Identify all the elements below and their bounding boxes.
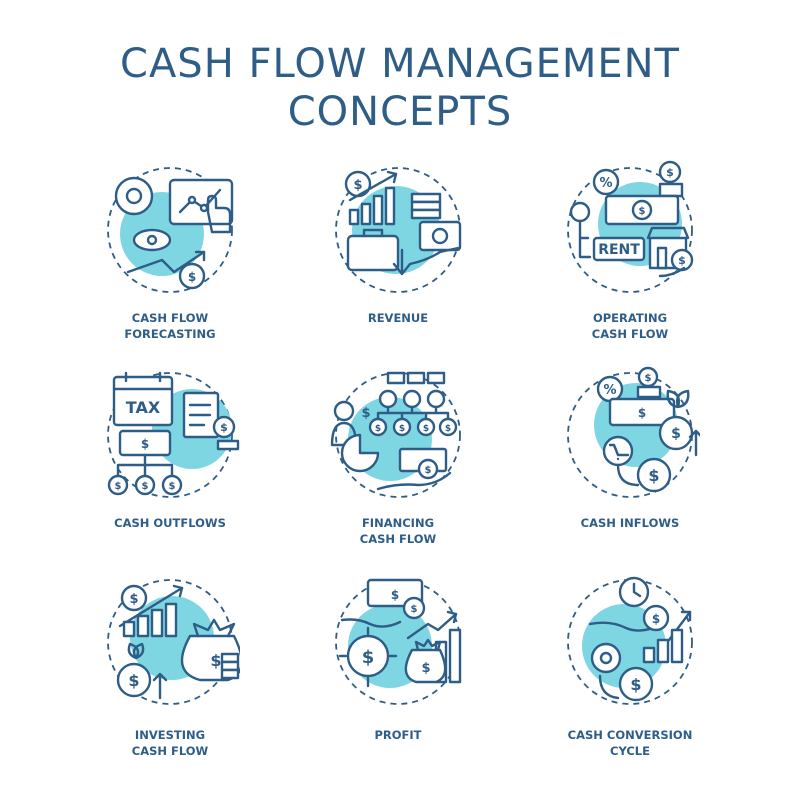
cash-inflows-icon: % $ $ $ $ xyxy=(560,365,700,505)
svg-text:$: $ xyxy=(678,254,686,267)
title-line-2: CONCEPTS xyxy=(287,89,513,135)
svg-text:$: $ xyxy=(666,166,674,179)
concept-label-line: REVENUE xyxy=(367,311,429,325)
concept-label-line: INVESTING xyxy=(134,728,206,742)
profit-icon: $ $ $ $ xyxy=(328,572,468,712)
svg-text:%: % xyxy=(599,176,612,191)
concept-label: INVESTING CASH FLOW xyxy=(70,727,270,759)
concept-label: CASH FLOW FORECASTING xyxy=(70,310,270,342)
svg-text:$: $ xyxy=(220,421,228,434)
cash-outflows-icon: TAX $ $ $ $ $ xyxy=(100,365,240,505)
concept-label-line: CASH CONVERSION xyxy=(567,728,693,742)
svg-text:$: $ xyxy=(141,437,149,451)
concept-label-line: CASH FLOW xyxy=(359,532,437,546)
svg-text:$: $ xyxy=(129,592,138,607)
concept-label: PROFIT xyxy=(298,727,498,743)
concept-label-line: FORECASTING xyxy=(124,327,216,341)
svg-text:$: $ xyxy=(115,481,122,492)
svg-text:$: $ xyxy=(652,612,660,626)
svg-text:$: $ xyxy=(391,588,399,602)
forecasting-icon: $ xyxy=(100,160,240,300)
svg-text:$: $ xyxy=(375,424,381,434)
svg-text:$: $ xyxy=(128,671,139,690)
concept-label: CASH INFLOWS xyxy=(530,515,730,531)
svg-text:$: $ xyxy=(671,426,681,442)
concept-label: OPERATING CASH FLOW xyxy=(530,310,730,342)
revenue-icon: $ xyxy=(328,160,468,300)
concept-label-line: PROFIT xyxy=(374,728,422,742)
concept-label: REVENUE xyxy=(298,310,498,326)
svg-text:%: % xyxy=(603,383,616,398)
svg-text:$: $ xyxy=(169,481,176,492)
svg-text:$: $ xyxy=(353,178,362,193)
svg-text:$: $ xyxy=(423,424,429,434)
concept-label-line: CASH INFLOWS xyxy=(580,516,680,530)
concept-label-line: FINANCING xyxy=(361,516,435,530)
svg-text:TAX: TAX xyxy=(126,398,161,417)
page-title: CASH FLOW MANAGEMENT CONCEPTS xyxy=(0,40,800,136)
concept-label-line: CASH FLOW xyxy=(131,311,209,325)
svg-text:$: $ xyxy=(645,373,652,384)
svg-text:$: $ xyxy=(411,604,418,615)
cash-conversion-cycle-icon: $ $ xyxy=(560,572,700,712)
svg-text:RENT: RENT xyxy=(598,242,640,258)
concept-label-line: CASH FLOW xyxy=(591,327,669,341)
concept-label-line: OPERATING xyxy=(592,311,668,325)
concept-label-line: CASH OUTFLOWS xyxy=(114,516,226,530)
title-line-1: CASH FLOW MANAGEMENT xyxy=(120,41,680,87)
svg-text:$: $ xyxy=(638,406,646,420)
concept-label: CASH OUTFLOWS xyxy=(70,515,270,531)
svg-text:$: $ xyxy=(361,406,370,421)
svg-text:$: $ xyxy=(362,647,375,668)
svg-text:$: $ xyxy=(421,661,430,676)
svg-text:$: $ xyxy=(639,206,646,217)
financing-cash-flow-icon: $ $ $ $ $ $ xyxy=(328,365,468,505)
investing-cash-flow-icon: $ $ $ xyxy=(100,572,240,712)
concept-label-line: CYCLE xyxy=(610,744,650,758)
svg-text:$: $ xyxy=(630,675,641,694)
concept-label-line: CASH FLOW xyxy=(131,744,209,758)
svg-text:$: $ xyxy=(445,424,451,434)
operating-cash-flow-icon: % $ $ RENT $ xyxy=(560,160,700,300)
svg-text:$: $ xyxy=(188,270,196,284)
svg-text:$: $ xyxy=(142,481,149,492)
svg-text:$: $ xyxy=(210,651,221,670)
concept-label: FINANCING CASH FLOW xyxy=(298,515,498,547)
svg-text:$: $ xyxy=(425,465,432,476)
svg-text:$: $ xyxy=(399,424,405,434)
concept-label: CASH CONVERSION CYCLE xyxy=(530,727,730,759)
svg-text:$: $ xyxy=(648,466,659,485)
